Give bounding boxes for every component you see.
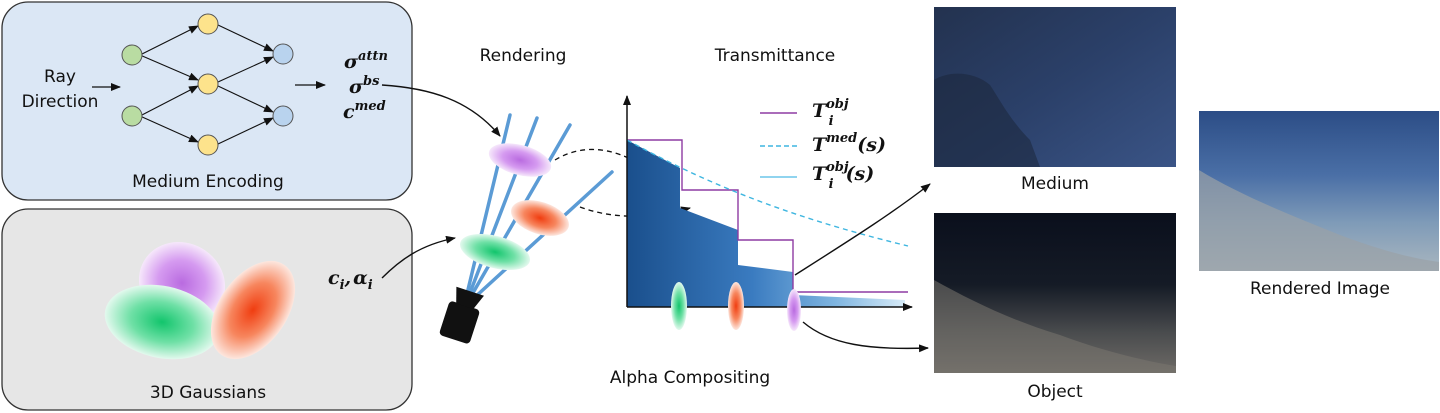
medium-to-rendering-arrow: [381, 84, 501, 137]
rendered-image-label: Rendered Image: [1250, 279, 1390, 299]
transmittance-title: Transmittance: [714, 46, 836, 66]
gaussians-to-rendering-arrow: [381, 235, 456, 279]
rendering-title: Rendering: [480, 46, 567, 66]
compositing-area: [627, 140, 905, 307]
network-edges: [139, 24, 274, 145]
output-node: [272, 105, 294, 127]
input-node: [121, 105, 143, 127]
input-node: [121, 44, 143, 66]
axis-purple-gaussian: [787, 289, 801, 331]
ray-direction-label-line2: Direction: [22, 92, 99, 112]
object-label: Object: [1027, 382, 1083, 402]
green-gaussian: [104, 284, 220, 360]
axis-red-gaussian: [728, 282, 744, 330]
object-transmittance-step-line: [627, 139, 908, 293]
hidden-node: [197, 73, 219, 95]
axis-green-gaussian: [671, 282, 687, 330]
medium-image-shadow: [934, 73, 1040, 167]
sigma-bs-symbol: σbs: [349, 74, 380, 98]
rendered-output: Rendered Image: [1199, 111, 1439, 299]
red-gaussian: [210, 260, 296, 360]
output-node: [272, 43, 294, 65]
camera-icon: [439, 286, 484, 344]
purple-to-plot-dashed-arrow: [554, 148, 661, 179]
medium-encoding-panel: Ray Direction σattn σbs cmed Medium Enco…: [1, 1, 413, 201]
ray-purple-gaussian: [488, 143, 552, 177]
medium-label: Medium: [1021, 174, 1089, 194]
color-opacity-symbol: ci,αi: [328, 267, 373, 293]
ray-red-gaussian: [511, 200, 569, 236]
hidden-node: [197, 134, 219, 156]
alpha-compositing-label: Alpha Compositing: [610, 368, 770, 388]
rendering-section: Rendering: [439, 46, 691, 344]
gaussians-panel: ci,αi 3D Gaussians: [1, 208, 413, 411]
ray-green-gaussian: [459, 233, 531, 271]
legend-label-medium: Tmed(s): [812, 131, 886, 156]
c-med-symbol: cmed: [343, 99, 386, 123]
medium-encoding-label: Medium Encoding: [132, 172, 284, 192]
rendered-image-seafloor: [1199, 170, 1439, 271]
gaussians-label: 3D Gaussians: [150, 383, 266, 403]
to-object-arrow: [802, 321, 929, 353]
sigma-attn-symbol: σattn: [344, 49, 388, 73]
red-to-plot-dashed-arrow: [579, 206, 691, 217]
object-image-seafloor: [934, 280, 1176, 373]
hidden-node: [197, 13, 219, 35]
to-medium-arrow: [794, 183, 931, 276]
object-output: Object: [934, 213, 1176, 402]
medium-output: Medium: [934, 7, 1176, 194]
ray-direction-label-line1: Ray: [44, 67, 76, 87]
